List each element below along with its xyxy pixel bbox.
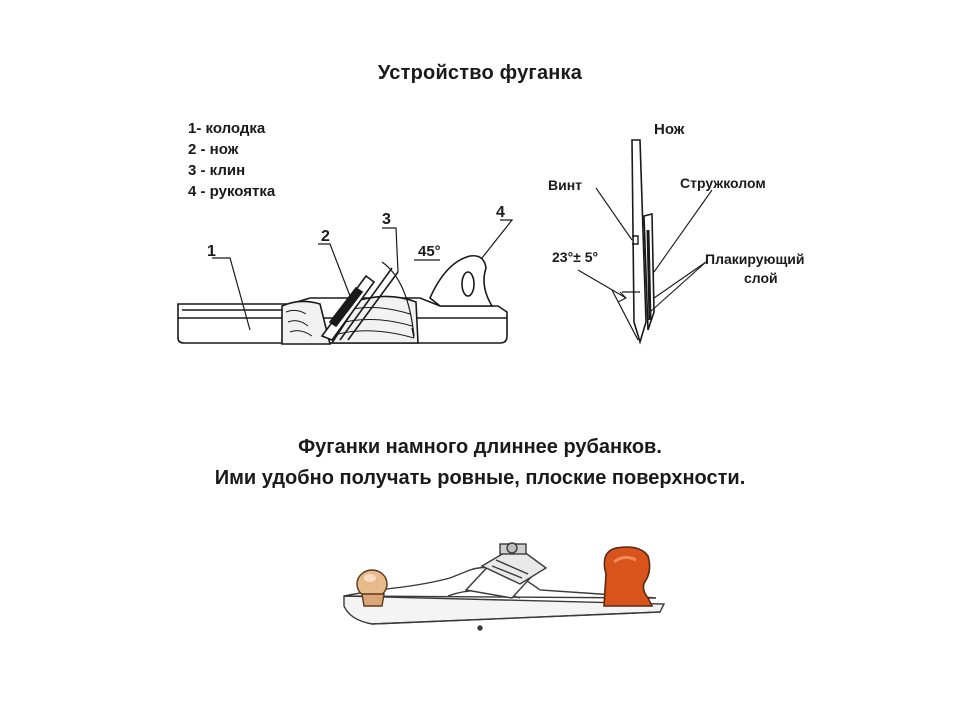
blade-detail-drawing	[577, 139, 713, 345]
caption: Фуганки намного длиннее рубанков. Ими уд…	[0, 432, 960, 494]
angle-45-label: 45°	[418, 243, 441, 260]
plane-section-drawing	[177, 219, 514, 345]
plating-label-line1: Плакирующий	[705, 251, 805, 267]
legend-item-body: 1- колодка	[188, 120, 266, 137]
legend-item-handle: 4 - рукоятка	[188, 183, 276, 200]
callout-1: 1	[207, 243, 216, 260]
jointer-plane-illustration	[343, 542, 666, 631]
screw-label: Винт	[548, 177, 582, 193]
rear-handle	[603, 546, 654, 607]
page-title: Устройство фуганка	[377, 62, 583, 84]
callout-4: 4	[496, 204, 505, 221]
legend-item-wedge: 3 - клин	[188, 162, 246, 179]
callout-3: 3	[382, 211, 391, 228]
caption-line-2: Ими удобно получать ровные, плоские пове…	[214, 467, 746, 489]
caption-line-1: Фуганки намного длиннее рубанков.	[298, 436, 662, 458]
callout-2: 2	[321, 228, 330, 245]
blade-angle-label: 23°± 5°	[552, 249, 598, 265]
legend-item-knife: 2 - нож	[188, 141, 239, 158]
parts-legend: 1- колодка 2 - нож 3 - клин 4 - рукоятка	[188, 118, 275, 202]
knife-label: Нож	[654, 121, 685, 138]
chipbreaker-label: Стружколом	[680, 175, 766, 191]
plating-label-line2: слой	[744, 270, 778, 286]
front-knob	[356, 569, 388, 607]
